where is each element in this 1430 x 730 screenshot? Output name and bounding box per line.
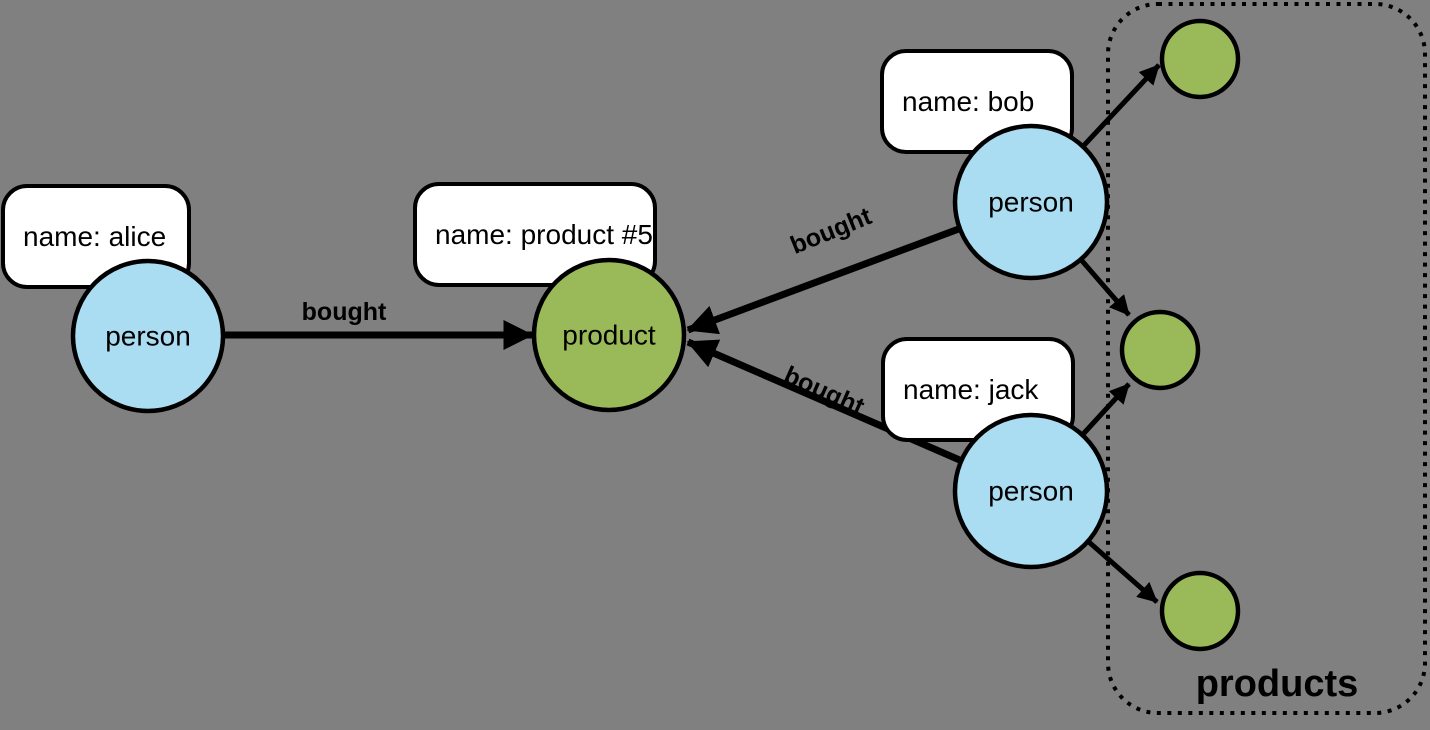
product-top-node [1159,18,1241,100]
product-5-node [531,257,687,413]
jack-person-label: person [988,476,1074,507]
bob-person-label: person [988,187,1074,218]
product-5-label: product [562,320,656,351]
product-bottom-node [1159,570,1241,652]
bob-person-node [952,123,1110,281]
jack-person-node [952,412,1110,570]
alice-person-node [70,258,226,414]
product-middle-node [1119,309,1201,391]
product-properties-text: name: product #5 [435,219,653,250]
products-group-label: products [1196,663,1359,705]
bob-properties-text: name: bob [902,86,1034,117]
products-group-outline [1106,2,1427,715]
alice-person-label: person [105,321,191,352]
jack-properties-text: name: jack [903,374,1039,405]
alice-properties-text: name: alice [23,221,166,252]
alice-bought-product-label: bought [302,298,387,326]
